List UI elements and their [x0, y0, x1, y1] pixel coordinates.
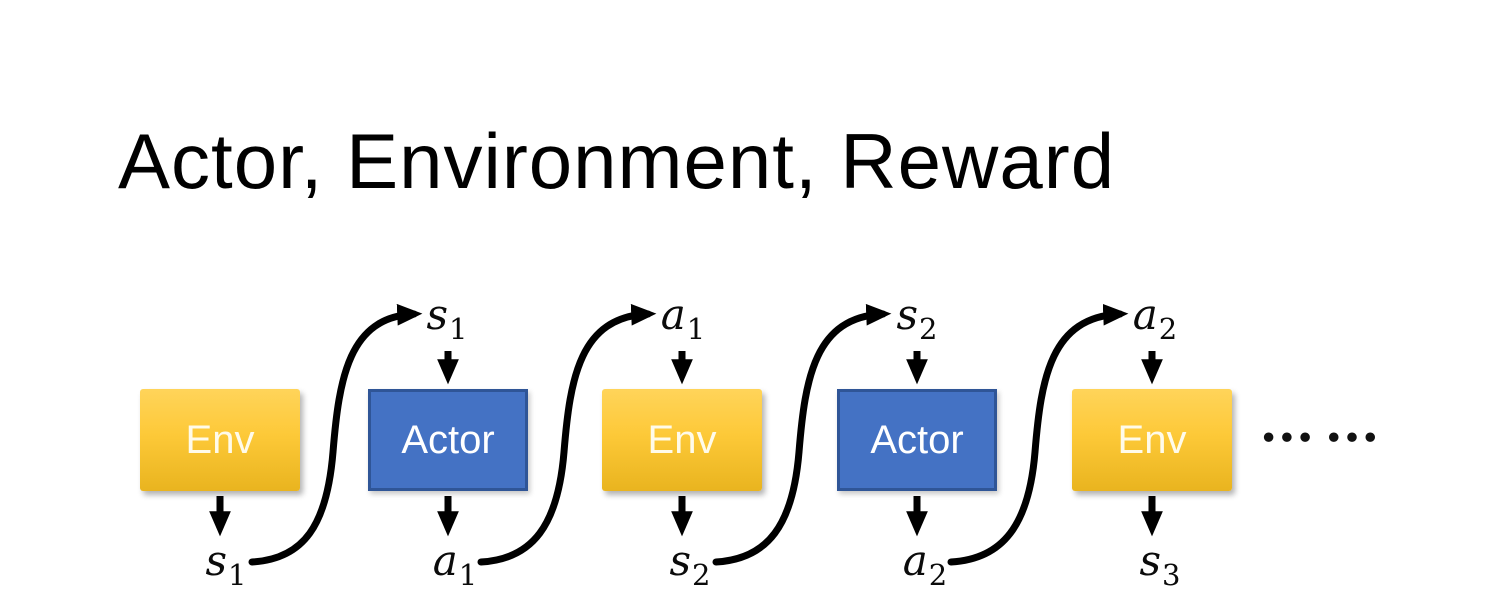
top-label-s2-sub: 2	[919, 312, 938, 346]
bottom-label-a2-sub: 2	[928, 558, 948, 592]
curve-arrow-s2	[712, 303, 892, 566]
bottom-label-s3: s3	[1139, 540, 1180, 590]
top-label-a1: a1	[661, 294, 706, 344]
top-label-s1-sub: 1	[449, 312, 468, 346]
bottom-label-s2-sub: 2	[692, 558, 711, 592]
bottom-label-s3-base: s	[1139, 536, 1162, 585]
continuation-dots: ••• •••	[1260, 423, 1380, 454]
env-box-3: Env	[1072, 389, 1232, 491]
bottom-label-s3-sub: 3	[1162, 558, 1181, 592]
slide-title: Actor, Environment, Reward	[118, 117, 1116, 205]
env-box-1-label: Env	[185, 418, 255, 462]
bottom-label-a1: a1	[433, 540, 478, 590]
top-label-a2: a2	[1133, 294, 1178, 344]
env-box-2-label: Env	[647, 418, 717, 462]
env-box-3-label: Env	[1117, 418, 1187, 462]
bottom-label-s2: s2	[669, 540, 710, 590]
bottom-label-a2: a2	[903, 540, 948, 590]
bottom-label-a1-base: a	[432, 536, 458, 585]
bottom-label-s1: s1	[205, 540, 246, 590]
curve-arrow-a1	[477, 303, 657, 566]
top-label-a2-sub: 2	[1158, 312, 1178, 346]
actor-box-2-label: Actor	[870, 418, 964, 462]
top-label-a2-base: a	[1132, 290, 1158, 339]
top-label-s2: s2	[896, 294, 937, 344]
top-label-s2-base: s	[896, 290, 919, 339]
bottom-label-a1-sub: 1	[458, 558, 478, 592]
bottom-label-s2-base: s	[669, 536, 692, 585]
actor-box-1-label: Actor	[401, 418, 495, 462]
bottom-label-s1-base: s	[205, 536, 228, 585]
env-box-2: Env	[602, 389, 762, 491]
top-label-s1: s1	[426, 294, 467, 344]
top-label-a1-base: a	[660, 290, 686, 339]
actor-box-2: Actor	[837, 389, 997, 491]
env-box-1: Env	[140, 389, 300, 491]
curve-arrow-s1	[248, 303, 423, 566]
bottom-label-s1-sub: 1	[228, 558, 247, 592]
curve-arrow-a2	[947, 303, 1129, 566]
top-label-s1-base: s	[426, 290, 449, 339]
top-label-a1-sub: 1	[686, 312, 706, 346]
bottom-label-a2-base: a	[902, 536, 928, 585]
actor-box-1: Actor	[368, 389, 528, 491]
